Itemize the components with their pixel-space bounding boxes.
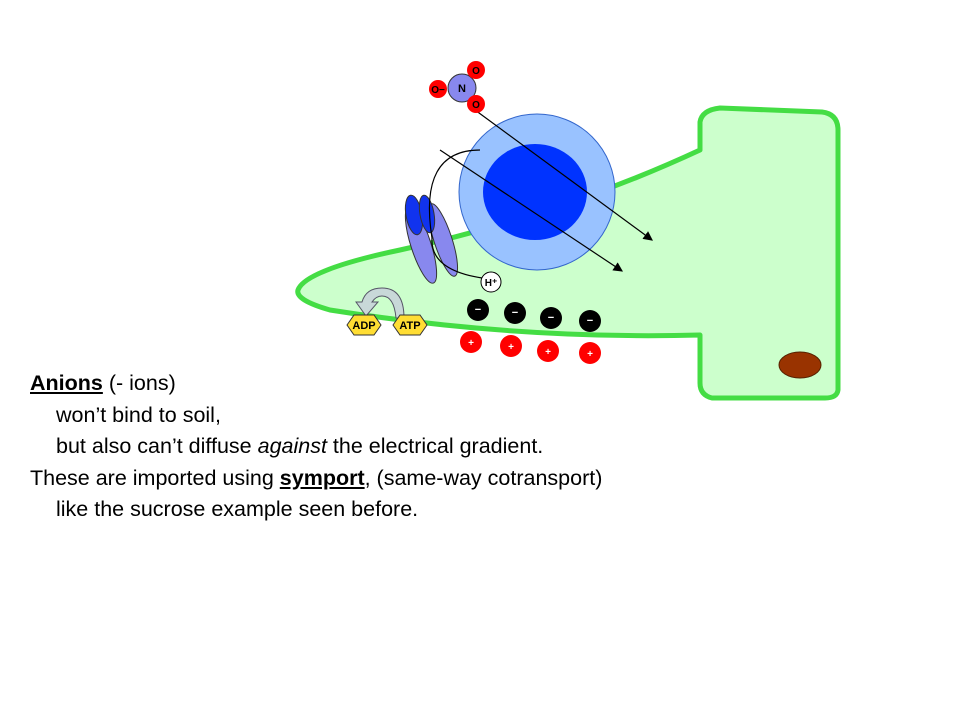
h-ion: H⁺ (480, 271, 502, 293)
atp-label: ATP (399, 320, 420, 332)
positive-charges: + + + + (460, 331, 601, 364)
nitrate-ion: N O− O O (429, 61, 485, 113)
neg-charge-1: − (475, 304, 481, 316)
nitrate-o-top-label: O (472, 66, 480, 77)
pos-charge-4: + (587, 349, 593, 360)
negative-charges: − − − − (467, 299, 601, 332)
pos-charge-1: + (468, 338, 474, 349)
h-ion-path (431, 237, 483, 279)
text-line-4: These are imported using symport, (same-… (30, 463, 602, 495)
adp-label: ADP (352, 320, 375, 332)
nitrate-arrow (474, 109, 653, 241)
nitrate-n-label: N (458, 83, 466, 95)
pos-charge-2: + (508, 342, 514, 353)
atp-hydrolysis-arrow (355, 287, 405, 319)
line3-start: but also can’t diffuse (56, 434, 258, 458)
pos-charge-3: + (545, 347, 551, 358)
line3-italic: against (257, 434, 327, 458)
atp-molecule: ATP (392, 314, 428, 336)
text-line-5: like the sucrose example seen before. (56, 497, 419, 521)
nucleus (778, 351, 822, 379)
symport-protein (404, 194, 459, 284)
nitrate-o-bottom-label: O (472, 100, 480, 111)
line4-end: , (same-way cotransport) (364, 465, 603, 490)
neg-charge-3: − (548, 312, 554, 324)
explanation-text: Anions (- ions) won’t bind to soil, but … (30, 368, 602, 526)
adp-molecule: ADP (346, 314, 382, 336)
text-line-1: Anions (- ions) (30, 368, 602, 400)
transport-path-curve (428, 149, 481, 239)
line3-end: the electrical gradient. (326, 434, 544, 458)
h-ion-label: H⁺ (485, 278, 498, 289)
nitrate-o-minus-label: O− (431, 85, 445, 96)
vacuole-inner (483, 144, 587, 240)
text-line-2: won’t bind to soil, (56, 402, 221, 427)
line4-start: These are imported using (30, 465, 280, 490)
text-line-3: but also can’t diffuse against the elect… (30, 431, 602, 463)
neg-charge-4: − (587, 315, 593, 327)
term-symport: symport (279, 465, 365, 490)
term-anions: Anions (30, 371, 103, 395)
neg-charge-2: − (512, 307, 518, 319)
h-ion-arrow (439, 149, 623, 272)
anions-note: (- ions) (102, 371, 176, 395)
